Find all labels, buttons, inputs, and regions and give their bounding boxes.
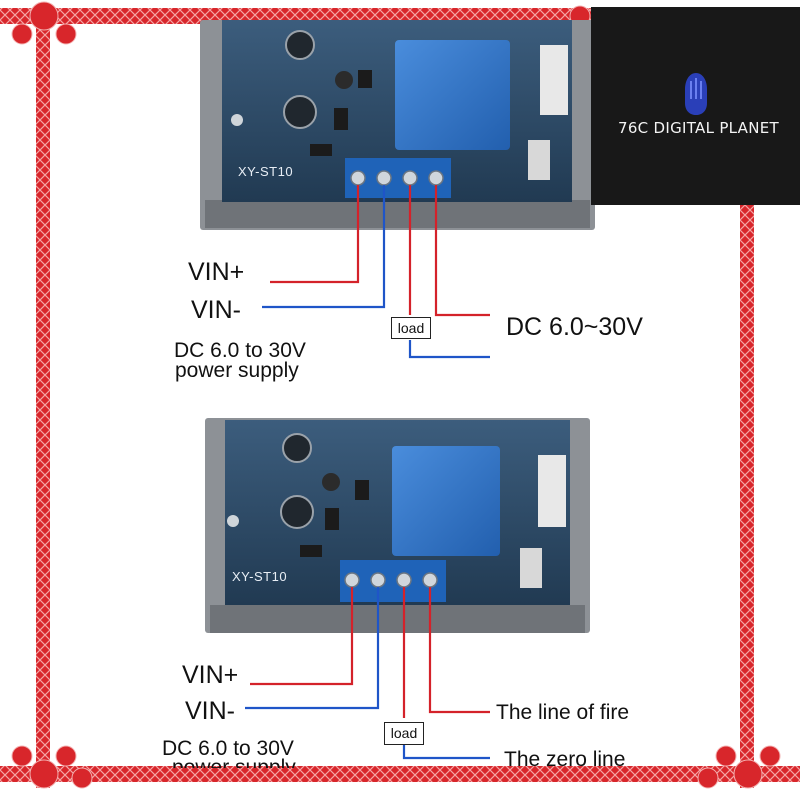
power-supply-line1: DC 6.0 to 30V [162, 737, 294, 760]
zero-line-label: The zero line [504, 748, 626, 771]
board-bottom [205, 418, 590, 633]
board-top [200, 20, 595, 230]
power-supply-line2: power supply [172, 756, 296, 768]
vin-minus-label: VIN- [185, 697, 235, 725]
power-supply-line1: DC 6.0 to 30V [174, 339, 306, 362]
load-box: load [384, 722, 424, 745]
vin-plus-label: VIN+ [182, 661, 239, 689]
brand-name: 76C DIGITAL PLANET [618, 119, 780, 137]
board-model-label: XY-ST10 [232, 569, 288, 584]
vin-minus-label: VIN- [191, 296, 241, 324]
vin-plus-label: VIN+ [188, 258, 245, 286]
wires-bottom [245, 587, 490, 760]
board-model-label: XY-ST10 [238, 164, 294, 179]
power-supply-line2: power supply [175, 359, 299, 382]
load-box: load [391, 317, 431, 339]
hand-logo-icon [685, 73, 707, 115]
fire-line-label: The line of fire [496, 701, 630, 724]
output-voltage-label: DC 6.0~30V [506, 313, 643, 341]
brand-watermark: 76C DIGITAL PLANET [591, 7, 800, 205]
wires-top [262, 185, 490, 359]
